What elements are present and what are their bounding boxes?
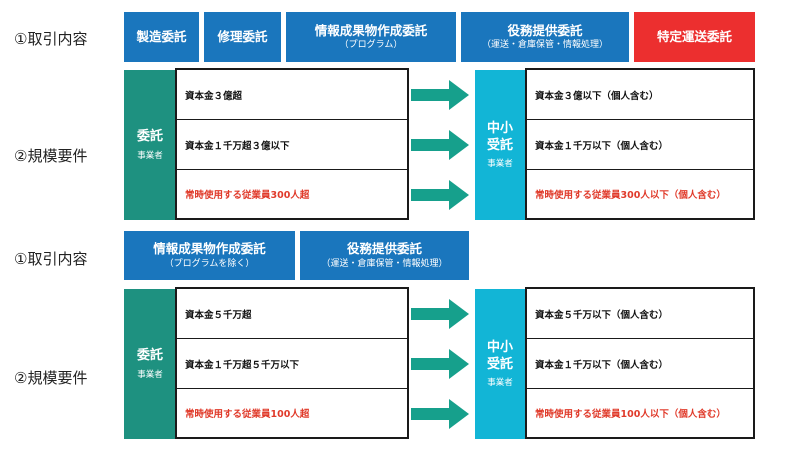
- condition-row: 資本金１千万超５千万以下: [177, 339, 407, 389]
- contractor-main: 委託: [136, 348, 163, 364]
- subcontractor-sub: 事業者: [487, 377, 513, 388]
- category-main: 製造委託: [136, 28, 187, 44]
- contractor-sub: 事業者: [137, 150, 163, 161]
- category-main: 修理委託: [217, 28, 268, 44]
- condition-row: 資本金５千万以下（個人含む）: [527, 289, 753, 339]
- section1-scale-label: ②規模要件: [14, 147, 88, 165]
- category-service: 役務提供委託 （運送・倉庫保管・情報処理）: [461, 12, 629, 62]
- subcontractor-main-2: 受託: [486, 356, 513, 372]
- category-main: 役務提供委託: [346, 241, 422, 257]
- category-main: 役務提供委託: [507, 22, 583, 38]
- condition-row: 資本金３億超: [177, 70, 407, 120]
- condition-row: 資本金１千万以下（個人含む）: [527, 120, 753, 170]
- right-arrow-icon: [411, 299, 469, 329]
- condition-row-employees: 常時使用する従業員300人超: [185, 190, 310, 201]
- section1-transaction-label: ①取引内容: [14, 30, 88, 48]
- condition-row-employees: 常時使用する従業員300人以下（個人含む）: [535, 190, 726, 201]
- contractor-main: 委託: [136, 129, 163, 145]
- category-manufacturing: 製造委託: [124, 12, 199, 62]
- contractor-sub: 事業者: [137, 369, 163, 380]
- subcontractor-main-1: 中小: [486, 121, 513, 137]
- category-service: 役務提供委託 （運送・倉庫保管・情報処理）: [300, 231, 469, 280]
- condition-row-employees: 常時使用する従業員100人以下（個人含む）: [535, 409, 726, 420]
- condition-row: 資本金１千万超３億以下: [177, 120, 407, 170]
- condition-row: 資本金５千万超: [177, 289, 407, 339]
- section2-transaction-label: ①取引内容: [14, 250, 88, 268]
- category-sub: （プログラムを除く）: [164, 258, 255, 269]
- category-repair: 修理委託: [204, 12, 281, 62]
- category-main: 情報成果物作成委託: [314, 22, 428, 38]
- section2-subcontractor-block: 中小 受託 事業者: [475, 289, 525, 439]
- category-info-product: 情報成果物作成委託 （プログラム）: [286, 12, 456, 62]
- section1-subcontractor-block: 中小 受託 事業者: [475, 70, 525, 220]
- subcontractor-main-1: 中小: [486, 340, 513, 356]
- category-main: 特定運送委託: [656, 28, 732, 44]
- category-sub: （プログラム）: [339, 40, 403, 51]
- section2-scale-label: ②規模要件: [14, 369, 88, 387]
- right-arrow-icon: [411, 349, 469, 379]
- right-arrow-icon: [411, 80, 469, 110]
- condition-row: 資本金３億以下（個人含む）: [527, 70, 753, 120]
- section2-contractor-conditions: 資本金５千万超 資本金１千万超５千万以下 常時使用する従業員100人超: [175, 287, 409, 439]
- section2-subcontractor-conditions: 資本金５千万以下（個人含む） 資本金１千万以下（個人含む） 常時使用する従業員1…: [525, 287, 755, 439]
- subcontractor-sub: 事業者: [487, 158, 513, 169]
- condition-row: 資本金１千万以下（個人含む）: [527, 339, 753, 389]
- category-sub: （運送・倉庫保管・情報処理）: [321, 258, 448, 269]
- category-main: 情報成果物作成委託: [153, 241, 266, 257]
- category-sub: （運送・倉庫保管・情報処理）: [481, 40, 608, 51]
- section1-subcontractor-conditions: 資本金３億以下（個人含む） 資本金１千万以下（個人含む） 常時使用する従業員30…: [525, 68, 755, 220]
- section2-contractor-block: 委託 事業者: [124, 289, 176, 439]
- category-specified-transport: 特定運送委託: [634, 12, 755, 62]
- section1-contractor-block: 委託 事業者: [124, 70, 176, 220]
- subcontractor-main-2: 受託: [486, 137, 513, 153]
- condition-row-employees: 常時使用する従業員100人超: [185, 409, 310, 420]
- right-arrow-icon: [411, 130, 469, 160]
- right-arrow-icon: [411, 180, 469, 210]
- right-arrow-icon: [411, 399, 469, 429]
- section1-contractor-conditions: 資本金３億超 資本金１千万超３億以下 常時使用する従業員300人超: [175, 68, 409, 220]
- category-info-product-excl-program: 情報成果物作成委託 （プログラムを除く）: [124, 231, 295, 280]
